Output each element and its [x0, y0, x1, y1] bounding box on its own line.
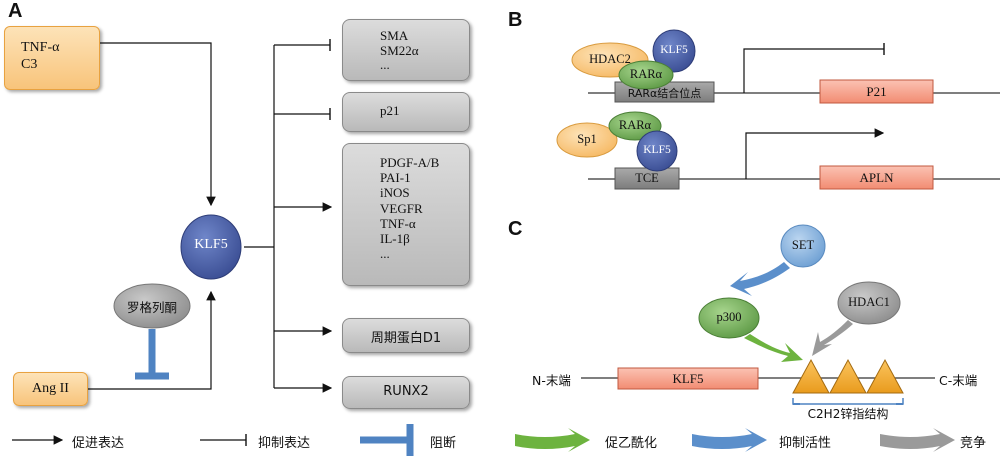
target-box-cyclin-d1: 周期蛋白D1	[342, 318, 470, 353]
target-vegfr: VEGFR	[380, 200, 423, 216]
target-box-runx2: RUNX2	[342, 376, 470, 409]
target-box-p21: p21	[342, 92, 470, 132]
hdac2-label: HDAC2	[589, 52, 631, 66]
legend-block-label: 阻断	[430, 436, 457, 451]
target-sma: SMA	[380, 28, 409, 43]
target-tnf: TNF-α	[380, 215, 416, 231]
legend-inhibit-label: 抑制表达	[258, 436, 311, 451]
panel-label-b: B	[508, 9, 523, 31]
tnf-to-klf5-arrow	[100, 42, 216, 207]
klf5-node-b2	[636, 130, 678, 172]
tnf-c3-box: TNF-α C3	[4, 26, 100, 90]
set-node	[780, 224, 826, 268]
legend-promote-label: 促进表达	[72, 436, 125, 451]
panel-label-c: C	[508, 218, 523, 240]
target-runx2: RUNX2	[383, 384, 429, 399]
hdac1-node	[837, 281, 901, 325]
rosiglitazone-block-symbol	[135, 329, 169, 380]
panel-label-a: A	[8, 0, 23, 22]
target-pdgf: PDGF-A/B	[380, 155, 440, 170]
rara-node-b1	[618, 60, 674, 90]
p21-gene-box	[819, 79, 934, 104]
rara-site-label: RARα结合位点	[627, 87, 702, 100]
target-pai1: PAI-1	[380, 170, 411, 186]
zinc-finger-triangles	[792, 358, 904, 394]
hdac1-compete-arrow	[812, 320, 853, 356]
c3-label: C3	[21, 57, 38, 72]
n-terminus-label: N-末端	[532, 373, 571, 388]
klf5-domain-label: KLF5	[672, 371, 704, 386]
legend-acetylation-label: 促乙酰化	[605, 436, 658, 451]
target-cyclin-d1: 周期蛋白D1	[370, 331, 442, 346]
rara-label-b2: RARα	[618, 118, 652, 132]
klf5-node-b1	[652, 29, 696, 73]
sp1-label: Sp1	[577, 132, 597, 146]
set-label: SET	[791, 238, 815, 252]
target-box-pdgf: PDGF-A/B PAI-1 iNOS VEGFR TNF-α IL-1β ..…	[342, 143, 470, 286]
klf5-label-a: KLF5	[194, 237, 228, 252]
rara-label-b1: RARα	[629, 67, 663, 81]
target-ellipsis-1: ...	[380, 57, 390, 72]
klf5-output-lines	[244, 39, 333, 393]
angii-to-klf5-arrow	[88, 290, 216, 390]
sp1-node	[556, 122, 618, 158]
legend-inhibit-activity-label: 抑制活性	[779, 436, 832, 451]
legend-graphics	[12, 424, 955, 456]
tnf-label: TNF-α	[21, 40, 60, 55]
set-inhibit-arrow	[730, 262, 790, 296]
target-ellipsis-2: ...	[380, 246, 390, 262]
target-il1b: IL-1β	[380, 231, 410, 247]
zinc-finger-label: C2H2锌指结构	[807, 407, 889, 421]
rosiglitazone-label: 罗格列酮	[126, 300, 177, 315]
angii-box: Ang II	[13, 372, 88, 406]
klf5-label-b1: KLF5	[660, 44, 688, 56]
target-sm22a: SM22α	[380, 42, 419, 58]
apln-gene-label: APLN	[859, 170, 894, 185]
legend-compete-label: 竞争	[960, 436, 987, 451]
rosiglitazone-node	[113, 283, 191, 329]
klf5-label-b2: KLF5	[643, 144, 671, 156]
p300-label: p300	[716, 310, 742, 324]
p21-gene-label: P21	[866, 84, 887, 99]
target-p21: p21	[380, 103, 400, 118]
p300-acetylation-arrow	[744, 334, 803, 362]
tce-label: TCE	[635, 171, 659, 185]
c-terminus-label: C-末端	[939, 373, 978, 388]
klf5-domain-box	[617, 367, 759, 390]
p300-node	[698, 297, 760, 339]
target-box-sma: SMA SM22α ...	[342, 19, 470, 81]
apln-gene-box	[819, 165, 934, 190]
zinc-finger-bracket	[792, 398, 904, 405]
angii-label: Ang II	[32, 381, 69, 396]
target-inos: iNOS	[380, 185, 410, 201]
klf5-node-a	[180, 214, 242, 280]
hdac1-label: HDAC1	[848, 295, 890, 309]
